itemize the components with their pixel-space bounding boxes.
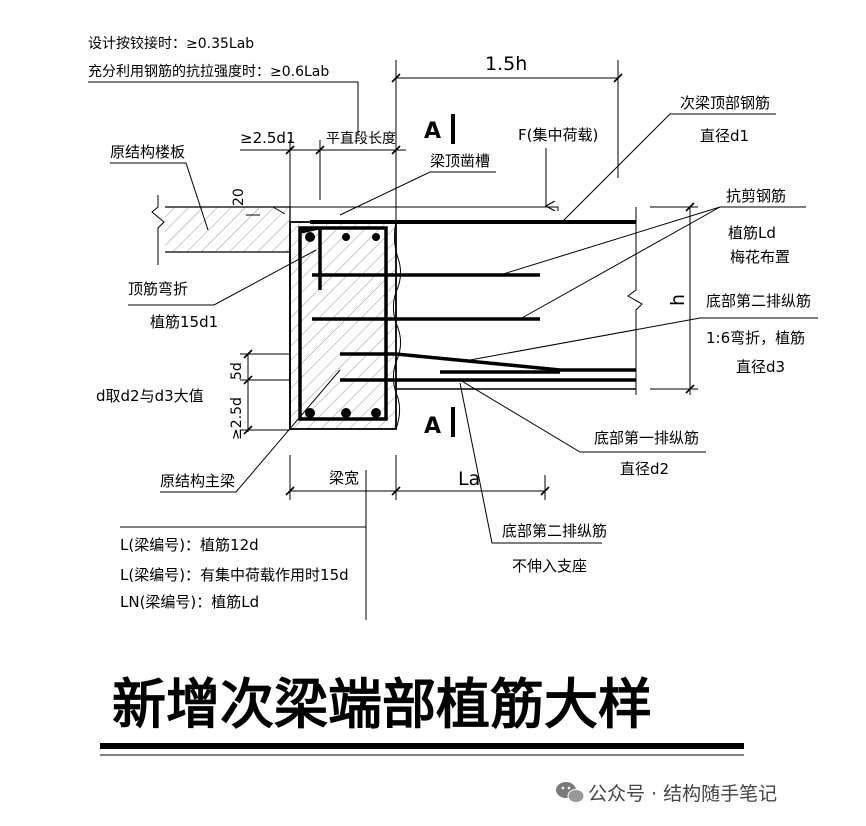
dim-5d-25d: 5d ≥2.5d (229, 349, 290, 440)
svg-text:平直段长度: 平直段长度 (326, 130, 396, 147)
main-beam-stirrup (298, 226, 388, 421)
svg-text:底部第二排纵筋: 底部第二排纵筋 (502, 522, 607, 540)
svg-text:底部第一排纵筋: 底部第一排纵筋 (594, 429, 699, 447)
note-orig-beam: 原结构主梁 (160, 369, 341, 493)
note-d-take: d取d2与d3大值 (96, 387, 204, 405)
svg-text:d取d2与d3大值: d取d2与d3大值 (96, 387, 204, 405)
secondary-beam-top-bar (299, 220, 636, 290)
svg-text:L(梁编号)：植筋12d: L(梁编号)：植筋12d (120, 536, 259, 554)
svg-text:不伸入支座: 不伸入支座 (512, 557, 587, 575)
svg-text:新增次梁端部植筋大样: 新增次梁端部植筋大样 (112, 673, 652, 736)
main-beam-corner-bars (305, 232, 381, 418)
note-top-bar: 次梁顶部钢筋 直径d1 (561, 94, 776, 223)
svg-text:h: h (667, 294, 689, 306)
svg-text:梁顶凿槽: 梁顶凿槽 (430, 152, 490, 170)
svg-text:直径d3: 直径d3 (736, 358, 785, 376)
existing-slab (151, 195, 291, 265)
svg-text:A: A (424, 119, 441, 144)
note-beam-codes: L(梁编号)：植筋12d L(梁编号)：有集中荷载作用时15d LN(梁编号)：… (120, 470, 367, 620)
svg-text:抗剪钢筋: 抗剪钢筋 (726, 187, 786, 205)
drawing-title: 新增次梁端部植筋大样 (100, 673, 744, 756)
svg-text:设计按铰接时：≥0.35Lab: 设计按铰接时：≥0.35Lab (88, 35, 254, 52)
svg-text:直径d2: 直径d2 (620, 460, 669, 478)
existing-main-beam (289, 221, 402, 430)
svg-text:1.5h: 1.5h (485, 53, 527, 75)
svg-text:植筋15d1: 植筋15d1 (150, 313, 218, 331)
svg-text:≥2.5d: ≥2.5d (229, 397, 245, 440)
note-anchorage: 设计按铰接时：≥0.35Lab 充分利用钢筋的抗拉强度时：≥0.6Lab (88, 35, 359, 135)
svg-text:梁宽: 梁宽 (329, 469, 359, 487)
dim-slab-20: 20 (231, 188, 290, 216)
svg-text:20: 20 (231, 188, 247, 206)
svg-text:原结构楼板: 原结构楼板 (110, 143, 185, 161)
svg-text:L(梁编号)：有集中荷载作用时15d: L(梁编号)：有集中荷载作用时15d (120, 566, 349, 584)
svg-text:次梁顶部钢筋: 次梁顶部钢筋 (680, 94, 770, 112)
svg-text:植筋Ld: 植筋Ld (728, 224, 776, 242)
section-mark-top: A (424, 114, 455, 144)
note-shear: 抗剪钢筋 植筋Ld 梅花布置 (499, 187, 806, 320)
svg-text:≥2.5d1: ≥2.5d1 (240, 129, 296, 147)
svg-text:直径d1: 直径d1 (700, 127, 749, 145)
svg-text:原结构主梁: 原结构主梁 (160, 472, 235, 490)
note-row2b: 底部第二排纵筋 不伸入支座 (459, 382, 607, 575)
svg-text:LN(梁编号)：植筋Ld: LN(梁编号)：植筋Ld (120, 593, 259, 611)
dim-edge-straight: ≥2.5d1 平直段长度 (240, 129, 406, 200)
section-mark-bottom: A (424, 407, 455, 439)
note-groove: 梁顶凿槽 (339, 152, 496, 216)
svg-text:公众号 · 结构随手笔记: 公众号 · 结构随手笔记 (588, 783, 777, 805)
svg-text:梅花布置: 梅花布置 (730, 248, 790, 266)
svg-text:5d: 5d (229, 362, 245, 380)
dim-h: h (650, 202, 698, 395)
watermark: 公众号 · 结构随手笔记 (556, 782, 777, 805)
dim-1-5h: 1.5h (391, 53, 623, 222)
note-row1: 底部第一排纵筋 直径d2 (459, 379, 706, 478)
svg-text:底部第二排纵筋: 底部第二排纵筋 (706, 292, 811, 310)
wechat-icon (556, 782, 585, 803)
svg-text:La: La (458, 468, 480, 490)
svg-text:A: A (424, 414, 441, 439)
svg-text:充分利用钢筋的抗拉强度时：≥0.6Lab: 充分利用钢筋的抗拉强度时：≥0.6Lab (88, 63, 329, 80)
note-top-bend: 顶筋弯折 植筋15d1 (128, 249, 317, 331)
bottom-bars (340, 352, 636, 382)
svg-text:顶筋弯折: 顶筋弯折 (128, 280, 188, 298)
svg-text:F(集中荷载): F(集中荷载) (518, 126, 598, 144)
load-f: F(集中荷载) (518, 126, 598, 206)
note-orig-slab: 原结构楼板 (110, 143, 209, 231)
note-row2: 底部第二排纵筋 1:6弯折，植筋 直径d3 (469, 292, 818, 376)
svg-text:1:6弯折，植筋: 1:6弯折，植筋 (706, 329, 805, 347)
dim-beam-width-la: 梁宽 La (285, 455, 550, 500)
